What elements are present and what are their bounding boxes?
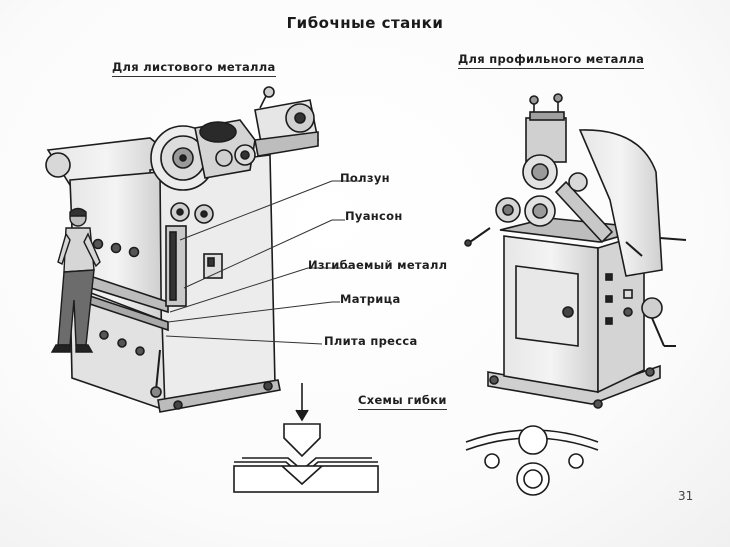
callout-punch: Пуансон — [345, 209, 403, 223]
page-number: 31 — [678, 489, 694, 503]
press-bending-scheme — [233, 383, 379, 493]
operator-figure — [50, 207, 101, 353]
slide-title: Гибочные станки — [286, 14, 444, 32]
sheet-metal-heading: Для листового металла — [112, 60, 276, 77]
callout-die: Матрица — [340, 292, 401, 306]
callout-press-plate: Плита пресса — [324, 334, 418, 348]
roll-bending-scheme — [465, 425, 599, 496]
callout-bent-metal: Изгибаемый металл — [308, 258, 448, 272]
callout-leaders — [165, 180, 362, 345]
bending-schemes-heading: Схемы гибки — [358, 393, 447, 410]
callout-slide: Ползун — [340, 171, 390, 185]
press-brake-machine — [45, 86, 319, 413]
profile-metal-heading: Для профильного металла — [458, 52, 645, 69]
profile-bending-machine — [464, 93, 687, 409]
